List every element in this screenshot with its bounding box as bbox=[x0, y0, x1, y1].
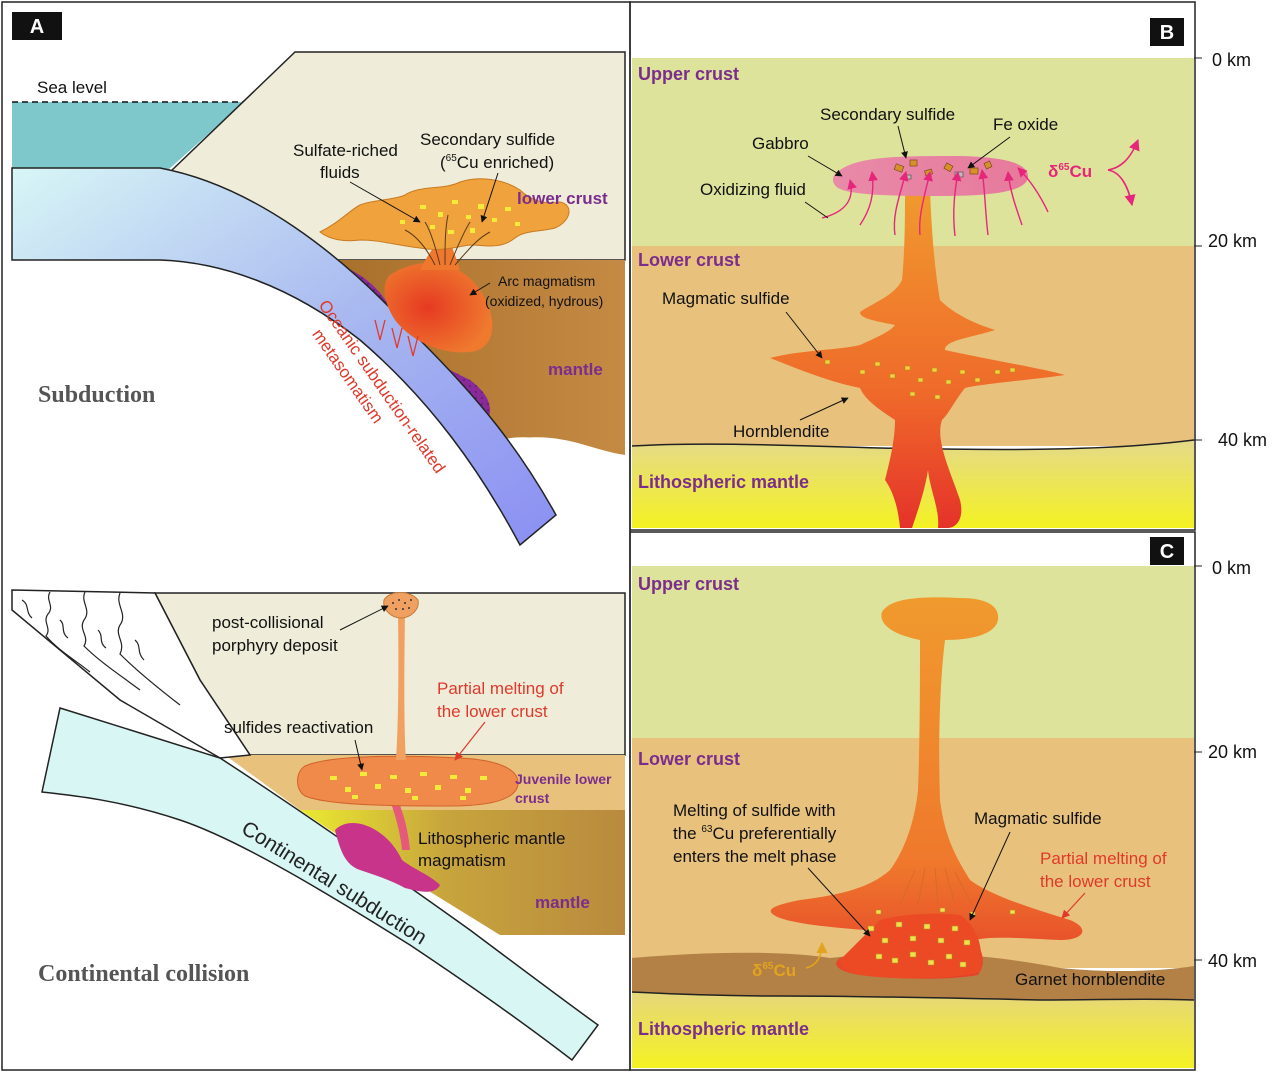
b-depth-0: 0 km bbox=[1212, 50, 1251, 70]
panel-b-frame bbox=[629, 1, 1196, 531]
c-delta-label: δ65Cu bbox=[752, 961, 796, 980]
c-lower-crust-label: Lower crust bbox=[638, 749, 740, 769]
lower-crust-label-a: lower crust bbox=[517, 189, 608, 208]
b-depth-40: 40 km bbox=[1218, 430, 1267, 450]
panel-c: C Upper crust Lower crust Lithospheric m… bbox=[631, 537, 1257, 1068]
panel-b-badge bbox=[1150, 18, 1184, 46]
panel-b-badge-label: B bbox=[1160, 22, 1174, 44]
b-fe-oxide-arrow bbox=[967, 136, 1011, 169]
c-upper-crust-label: Upper crust bbox=[638, 574, 739, 594]
c-magmatic-sulfide-label: Magmatic sulfide bbox=[974, 809, 1102, 828]
b-oxidizing-fluid-paths bbox=[821, 167, 1049, 237]
panel-a-badge-label: A bbox=[30, 16, 44, 38]
magma-feeder bbox=[420, 230, 460, 270]
mantle-label-collision: mantle bbox=[535, 893, 590, 912]
porphyry-deposit bbox=[383, 592, 419, 619]
c-melt-streaks bbox=[899, 867, 973, 906]
sea-water bbox=[12, 102, 244, 170]
b-moho-line bbox=[631, 439, 1195, 451]
panel-c-badge bbox=[1150, 537, 1184, 565]
wedge-curves bbox=[21, 591, 181, 706]
b-secondary-sulfide-arrow bbox=[897, 125, 908, 159]
c-melt-zone bbox=[839, 913, 982, 979]
c-melting-arrow bbox=[807, 867, 871, 937]
b-delta-label: δ65Cu bbox=[1048, 162, 1092, 181]
c-magmatic-sulfide-arrow bbox=[969, 831, 1011, 921]
c-depth-0: 0 km bbox=[1212, 558, 1251, 578]
fluid-veins bbox=[404, 214, 491, 266]
collision-title: Continental collision bbox=[38, 961, 249, 987]
sea-level-label: Sea level bbox=[37, 78, 107, 97]
secondary-sulfide-body bbox=[319, 178, 570, 250]
litho-magma-conduit bbox=[390, 800, 410, 850]
porphyry-conduit bbox=[396, 612, 406, 760]
secondary-sulfide-label-1: Secondary sulfide bbox=[420, 130, 555, 149]
panel-a-subduction: A Sea level bbox=[11, 12, 626, 547]
c-depth-20: 20 km bbox=[1208, 742, 1257, 762]
porphyry-dots bbox=[392, 599, 412, 610]
arc-magmatism-label: Arc magmatism (oxidized, hydrous) bbox=[485, 273, 603, 309]
c-melting-text: Melting of sulfide with the 63Cu prefere… bbox=[673, 801, 841, 866]
b-gabbro-label: Gabbro bbox=[752, 134, 809, 153]
b-depth-20: 20 km bbox=[1208, 231, 1257, 251]
b-magmatic-sulfide-grains bbox=[824, 359, 1016, 400]
b-fe-oxide-label: Fe oxide bbox=[993, 115, 1058, 134]
lens-grains bbox=[330, 772, 487, 800]
sulfide-grains bbox=[400, 200, 520, 234]
panel-b: B bbox=[631, 18, 1267, 528]
c-litho-mantle-label: Lithospheric mantle bbox=[638, 1019, 809, 1039]
b-gabbro-arrow bbox=[807, 155, 843, 177]
reactivated-lens bbox=[297, 755, 519, 807]
b-oxidizing-fluid-label: Oxidizing fluid bbox=[700, 180, 806, 199]
arc-magmatism-arrow bbox=[469, 282, 491, 296]
b-magmatic-sulfide-arrow bbox=[785, 311, 823, 359]
litho-magmatism-label: Lithospheric mantle magmatism bbox=[418, 829, 570, 870]
mantle-label-a: mantle bbox=[548, 360, 603, 379]
sulfides-reactivation-label: sulfides reactivation bbox=[224, 718, 373, 737]
c-litho-mantle bbox=[632, 992, 1194, 1068]
c-partial-melting-label: Partial melting of the lower crust bbox=[1040, 849, 1171, 891]
b-hornblendite-label: Hornblendite bbox=[733, 422, 829, 441]
sulfides-reactivation-arrow bbox=[354, 739, 364, 771]
porphyry-label: post-collisional porphyry deposit bbox=[212, 613, 338, 655]
secondary-sulfide-label-2: (65Cu enriched) bbox=[440, 153, 554, 172]
metasomatism-ticks bbox=[374, 319, 419, 357]
c-upper-crust bbox=[632, 566, 1194, 738]
b-secondary-sulfide-label: Secondary sulfide bbox=[820, 105, 955, 124]
accretionary-wedge bbox=[11, 589, 252, 759]
b-oxidizing-fluid-line bbox=[804, 201, 829, 219]
sulfate-fluids-label: Sulfate-riched fluids bbox=[293, 141, 403, 182]
panel-c-badge-label: C bbox=[1160, 541, 1174, 563]
b-lower-crust-label: Lower crust bbox=[638, 250, 740, 270]
b-magma-plume bbox=[770, 190, 1065, 528]
b-gabbro-lens bbox=[832, 156, 1029, 196]
juvenile-crust-label: Juvenile lower crust bbox=[515, 771, 615, 806]
panel-a-collision: post-collisional porphyry deposit Partia… bbox=[11, 589, 626, 1062]
c-depth-40: 40 km bbox=[1208, 951, 1257, 971]
panel-a-badge bbox=[12, 12, 62, 40]
b-litho-mantle-label: Lithospheric mantle bbox=[638, 472, 809, 492]
subduction-title: Subduction bbox=[38, 382, 155, 408]
c-garnet-hornblendite-label: Garnet hornblendite bbox=[1015, 970, 1165, 989]
litho-mantle-magma bbox=[335, 823, 440, 892]
c-partial-melting-arrow bbox=[1061, 892, 1086, 919]
subducting-slab bbox=[11, 167, 557, 547]
c-magma-plume bbox=[770, 597, 1083, 979]
panel-c-frame bbox=[629, 531, 1196, 1071]
c-moho-line bbox=[631, 991, 1195, 1001]
b-magmatic-sulfide-label: Magmatic sulfide bbox=[662, 289, 790, 308]
c-delta-arrow bbox=[805, 941, 828, 969]
b-delta-arrows bbox=[1107, 138, 1140, 207]
sulfate-fluids-arrow bbox=[349, 181, 421, 223]
arc-magma-chamber bbox=[384, 263, 493, 353]
partial-melting-a-arrow bbox=[454, 721, 486, 761]
b-upper-crust-label: Upper crust bbox=[638, 64, 739, 84]
b-hornblendite-arrow bbox=[799, 397, 849, 421]
partial-melting-a-label: Partial melting of the lower crust bbox=[437, 679, 568, 721]
secondary-sulfide-arrow bbox=[480, 172, 499, 223]
porphyry-arrow bbox=[339, 605, 389, 631]
